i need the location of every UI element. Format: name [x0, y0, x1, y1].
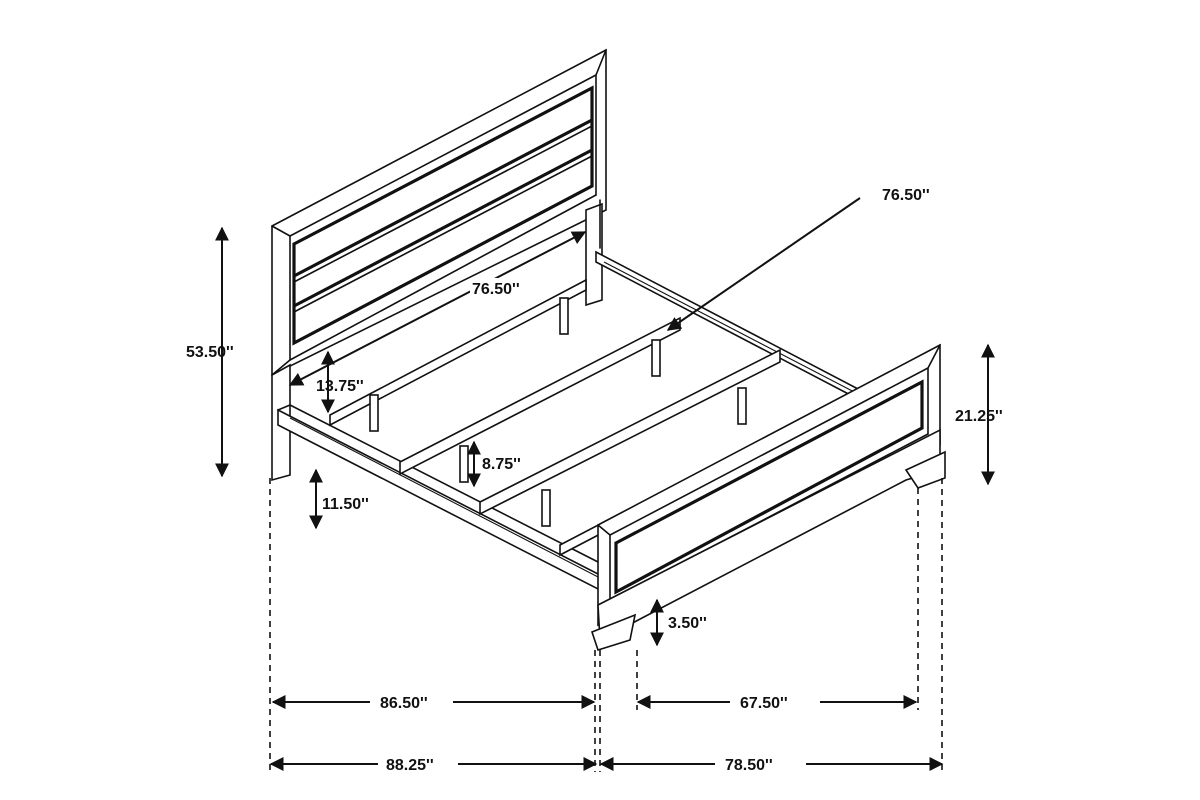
label-footboard-leg: 3.50'': [668, 615, 707, 632]
label-overall-length: 88.25'': [386, 757, 434, 774]
label-slat-support-height: 8.75'': [482, 456, 521, 473]
label-headboard-height: 53.50'': [186, 344, 234, 361]
label-headboard-width: 76.50'': [472, 281, 520, 298]
dimension-lines: [215, 197, 995, 772]
label-inner-length: 86.50'': [380, 695, 428, 712]
headboard: [271, 48, 607, 482]
label-footboard-height: 21.25'': [955, 408, 1003, 425]
dimension-labels: 53.50'' 76.50'' 13.75'' 11.50'' 8.75'' 2…: [186, 187, 1003, 774]
label-rail-clearance: 13.75'': [316, 378, 364, 395]
label-callout-width: 76.50'': [882, 187, 930, 204]
label-overall-width: 78.50'': [725, 757, 773, 774]
label-inner-width: 67.50'': [740, 695, 788, 712]
label-under-bed-clearance: 11.50'': [322, 496, 369, 513]
footboard: [591, 343, 946, 651]
